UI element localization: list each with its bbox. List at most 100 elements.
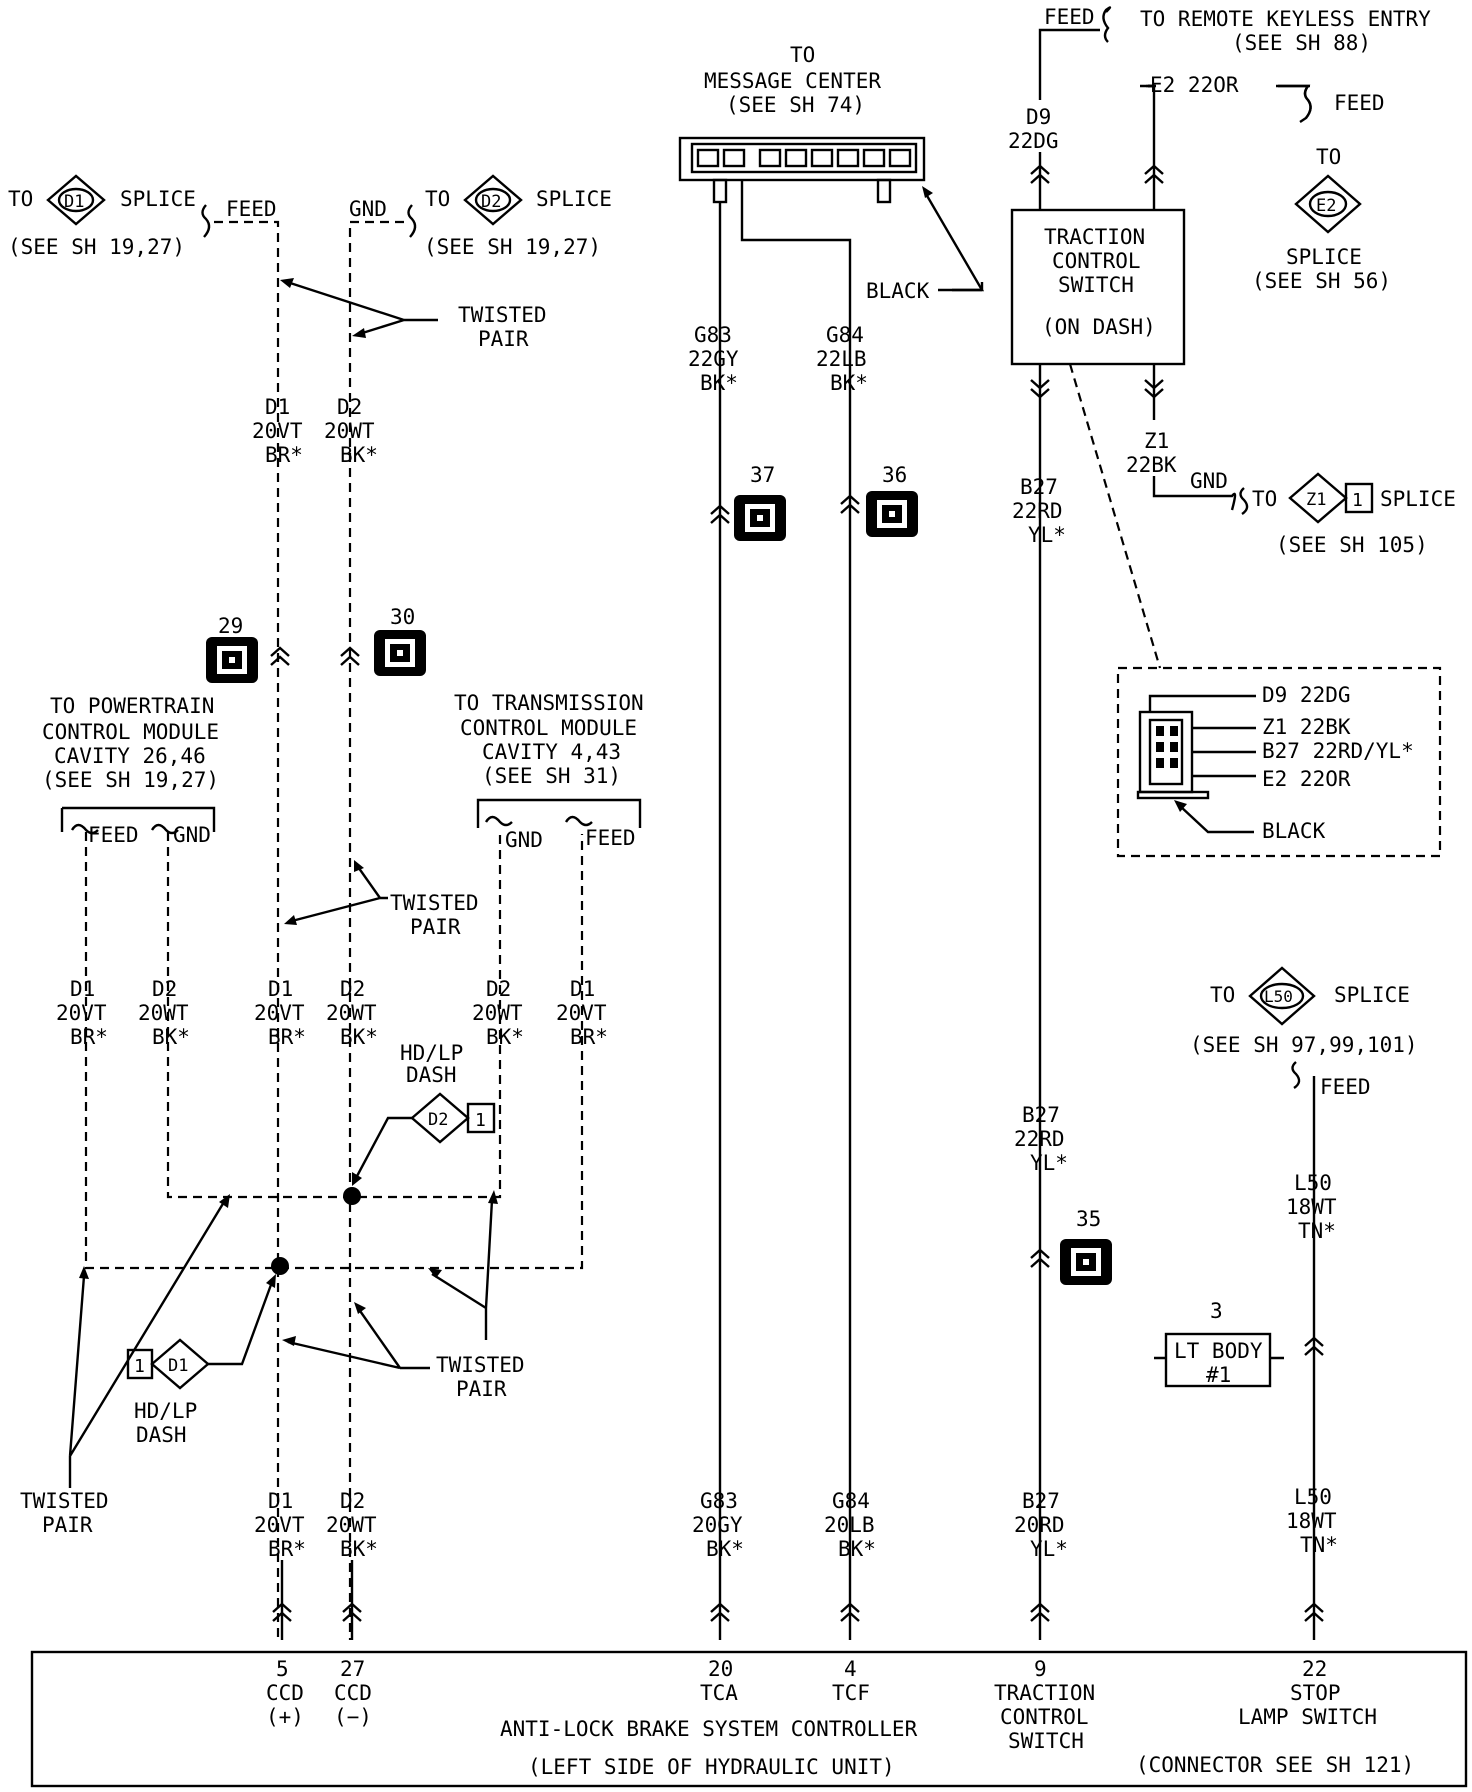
e2-splice-to: TO — [1316, 145, 1341, 169]
lt-body-number: 3 — [1210, 1299, 1223, 1323]
b27-wire-upper: 22RD — [1012, 499, 1063, 523]
l50-wire-upper: 18WT — [1286, 1195, 1337, 1219]
pin-4-number: 4 — [844, 1657, 857, 1681]
g83-wire-upper: 22GY — [688, 347, 739, 371]
wire-d1-main — [214, 220, 280, 1640]
d2-color-upper: BK* — [340, 443, 378, 467]
b27-color-lower: YL* — [1030, 1537, 1068, 1561]
connector-36-icon — [866, 491, 918, 537]
d1-wire-lower: 20VT — [254, 1513, 305, 1537]
connector-30-icon — [374, 630, 426, 676]
abs-controller-box — [30, 1650, 1468, 1788]
l50-wire-lower: 18WT — [1286, 1509, 1337, 1533]
connector-35-icon — [1060, 1239, 1112, 1285]
twisted-pair-1-b: PAIR — [478, 327, 529, 351]
b27-color-upper: YL* — [1028, 523, 1066, 547]
d2-code-pcm: D2 — [152, 977, 177, 1001]
z1-splice-to: TO — [1252, 487, 1277, 511]
e2-feed: FEED — [1334, 91, 1385, 115]
twisted-pair-3-leader — [68, 1201, 226, 1488]
lt-body-line-1: LT BODY — [1174, 1339, 1263, 1363]
pin-22-line-a: STOP — [1290, 1681, 1341, 1705]
hdlp-d1-b: DASH — [136, 1423, 187, 1447]
tcs-connector-face — [1136, 694, 1256, 800]
wire-e2 — [1148, 84, 1156, 210]
controller-connector-note: (CONNECTOR SEE SH 121) — [1136, 1753, 1414, 1777]
l50-splice-diamond: L50 — [1248, 966, 1316, 1026]
z1-splice-id: Z1 — [1306, 490, 1326, 510]
d2-wire-mid: 20WT — [326, 1001, 377, 1025]
twisted-pair-1-leader — [283, 279, 438, 337]
b27-code-upper: B27 — [1020, 475, 1058, 499]
l50-feed: FEED — [1320, 1075, 1371, 1099]
twisted-pair-2-b: PAIR — [410, 915, 461, 939]
d1-color-pcm: BR* — [70, 1025, 108, 1049]
d1-splice-label: SPLICE — [120, 187, 196, 211]
pcm-feed-label: FEED — [88, 823, 139, 847]
connector-symbol-29 — [269, 646, 291, 667]
d1-splice-to: TO — [8, 187, 33, 211]
g84-code-lower: G84 — [832, 1489, 870, 1513]
e2-splice-diamond: E2 — [1294, 174, 1362, 234]
g83-wire-lower: 20GY — [692, 1513, 743, 1537]
inset-d9: D9 22DG — [1262, 683, 1351, 707]
l50-code-lower: L50 — [1294, 1485, 1332, 1509]
d1-color-lower: BR* — [268, 1537, 306, 1561]
l50-splice-id: L50 — [1264, 987, 1293, 1006]
d2-color-lower: BK* — [340, 1537, 378, 1561]
d2-gnd-label: GND — [349, 197, 387, 221]
l50-splice-to: TO — [1210, 983, 1235, 1007]
g83-code-upper: G83 — [694, 323, 732, 347]
message-center-connector — [678, 136, 926, 204]
b27-code-mid: B27 — [1022, 1103, 1060, 1127]
d1-wire-tcm: 20VT — [556, 1001, 607, 1025]
pin-27-sign: (−) — [334, 1705, 372, 1729]
controller-title: ANTI-LOCK BRAKE SYSTEM CONTROLLER — [500, 1717, 918, 1741]
pin-5-sign: (+) — [266, 1705, 304, 1729]
l50-splice-label: SPLICE — [1334, 983, 1410, 1007]
twisted-pair-4-a: TWISTED — [436, 1353, 525, 1377]
d1-splice-see: (SEE SH 19,27) — [8, 235, 185, 259]
wire-z1 — [1152, 476, 1237, 511]
mc-to: TO — [790, 43, 815, 67]
z1-splice-see: (SEE SH 105) — [1276, 533, 1428, 557]
l50-color-upper: TN* — [1298, 1219, 1336, 1243]
d2-hdlp-splice-diamond: D2 1 — [410, 1092, 496, 1144]
pin-5-number: 5 — [276, 1657, 289, 1681]
traction-control-switch-box — [1010, 208, 1186, 366]
splice-node-d2 — [343, 1187, 361, 1205]
pin-4-name: TCF — [832, 1681, 870, 1705]
g84-color-upper: BK* — [830, 371, 868, 395]
d2-gnd-squiggle — [407, 204, 417, 238]
inset-e2: E2 22OR — [1262, 767, 1351, 791]
connector-35-number: 35 — [1076, 1207, 1101, 1231]
hdlp-d2-b: DASH — [406, 1063, 457, 1087]
twisted-pair-5-leader — [431, 1199, 494, 1340]
g83-code-lower: G83 — [700, 1489, 738, 1513]
wire-d1-pcm-loop — [84, 832, 584, 1270]
d1-color-upper: BR* — [265, 443, 303, 467]
rke-squiggle — [1102, 6, 1112, 43]
b27-color-mid: YL* — [1030, 1151, 1068, 1175]
d9-wire: 22DG — [1008, 129, 1059, 153]
twisted-pair-3-a: TWISTED — [20, 1489, 109, 1513]
g84-color-lower: BK* — [838, 1537, 876, 1561]
black-leader — [924, 193, 985, 292]
twisted-pair-3-b: PAIR — [42, 1513, 93, 1537]
d2-color-mid: BK* — [340, 1025, 378, 1049]
tcm-gnd-label: GND — [505, 828, 543, 852]
tcm-feed-label: FEED — [585, 826, 636, 850]
tcm-line-3: CAVITY 4,43 — [482, 740, 621, 764]
pcm-line-3: CAVITY 26,46 — [54, 744, 206, 768]
pin-27-name: CCD — [334, 1681, 372, 1705]
d1-color-mid: BR* — [268, 1025, 306, 1049]
z1-gnd: GND — [1190, 469, 1228, 493]
inset-leader — [1068, 363, 1162, 669]
splice-node-d1 — [271, 1257, 289, 1275]
d1-code-tcm: D1 — [570, 977, 595, 1001]
rke-to: TO REMOTE KEYLESS ENTRY — [1140, 7, 1431, 31]
d2-splice-diamond: D2 — [463, 174, 523, 226]
pin-27-number: 27 — [340, 1657, 365, 1681]
b27-wire-mid: 22RD — [1014, 1127, 1065, 1151]
d1-hdlp-splice-diamond: 1 D1 — [126, 1338, 210, 1390]
